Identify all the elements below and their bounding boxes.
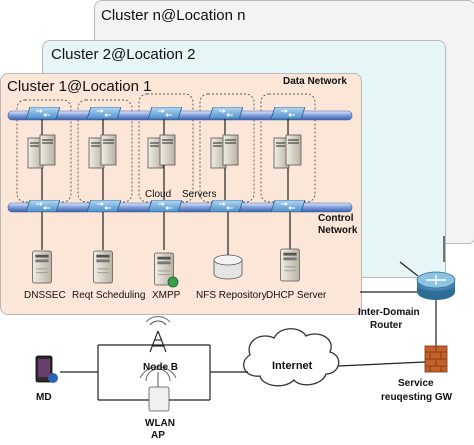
router-label-line1: Inter-Domain [358, 307, 420, 318]
router-label-line2: Router [370, 320, 403, 331]
wlan-label-line1: WLAN [145, 418, 175, 429]
gateway-label-line2: reuqesting GW [381, 392, 453, 403]
node-b-tower-icon [145, 316, 171, 353]
cloud-server-icons [27, 134, 302, 169]
md-label: MD [36, 392, 52, 403]
wlan-ap-icon [139, 366, 177, 412]
service-server-icons [32, 248, 300, 286]
cluster-2-title: Cluster 2@Location 2 [51, 46, 196, 63]
servers-label: Servers [182, 189, 217, 200]
cloud-label: Cloud [145, 189, 172, 200]
internet-label: Internet [272, 360, 313, 372]
control-network-label-line1: Control [318, 213, 354, 224]
gateway-label-line1: Service [398, 378, 434, 389]
mobile-device-icon [35, 355, 58, 383]
xmpp-badge-icon [167, 276, 179, 288]
wlan-label-line2: AP [151, 430, 165, 441]
service-label-scheduling: Reqt Scheduling [72, 290, 146, 301]
cluster-1-title: Cluster 1@Location 1 [7, 78, 152, 95]
control-network-label-line2: Network [318, 225, 358, 236]
service-label-xmpp: XMPP [152, 290, 181, 301]
data-network-label: Data Network [283, 76, 347, 87]
router-icon [416, 271, 456, 300]
firewall-icon [424, 345, 448, 373]
access-links [60, 344, 426, 401]
node-b-label: Node B [143, 362, 178, 373]
internet-cloud-icon [243, 328, 340, 387]
router-links [360, 236, 445, 348]
service-label-dnssec: DNSSEC [24, 290, 66, 301]
service-label-dhcp: DHCP Server [266, 290, 327, 301]
cluster-n-title: Cluster n@Location n [101, 7, 246, 24]
service-label-nfs: NFS Repository [196, 290, 267, 301]
nfs-storage-icon [213, 254, 243, 280]
